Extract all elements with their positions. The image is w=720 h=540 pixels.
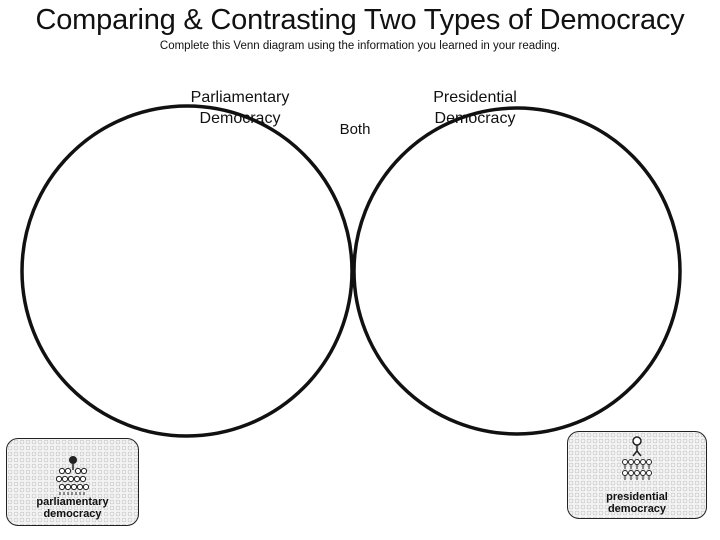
parliament-group-icon (55, 456, 89, 495)
parliamentary-democracy-label: Parliamentary Democracy (160, 87, 320, 129)
venn-circle-parliamentary (20, 104, 354, 438)
president-over-people-icon (622, 436, 652, 480)
parliamentary-label-line2: Democracy (199, 110, 281, 127)
presidential-badge-line2: democracy (607, 503, 667, 515)
parliamentary-democracy-badge: parliamentary democracy (6, 438, 139, 526)
presidential-label-line1: Presidential (433, 89, 517, 106)
presidential-label-line2: Democracy (434, 110, 516, 127)
venn-circle-presidential (352, 106, 682, 436)
parliamentary-badge-line2: democracy (43, 508, 102, 520)
presidential-democracy-label: Presidential Democracy (395, 87, 555, 129)
presidential-democracy-badge: presidential democracy (567, 431, 707, 519)
page-title: Comparing & Contrasting Two Types of Dem… (35, 4, 685, 36)
both-label: Both (339, 121, 371, 138)
parliamentary-badge-caption: parliamentary democracy (7, 496, 138, 520)
parliamentary-badge-line1: parliamentary (36, 496, 109, 508)
presidential-badge-line1: presidential (606, 491, 668, 503)
instructions: Complete this Venn diagram using the inf… (159, 40, 561, 52)
parliamentary-label-line1: Parliamentary (190, 89, 290, 106)
presidential-badge-caption: presidential democracy (568, 491, 706, 515)
